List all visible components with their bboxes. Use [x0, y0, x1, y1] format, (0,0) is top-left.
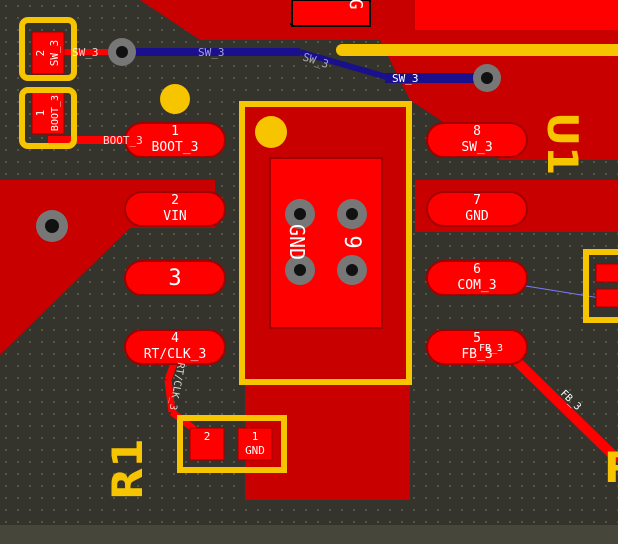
- u1-pad-4-net: RT/CLK_3: [144, 347, 207, 362]
- u1-pad-6-number: 6: [473, 262, 481, 277]
- c-boot-pad-1-net: BOOT_3: [50, 95, 61, 131]
- r1-pad-1[interactable]: [237, 427, 273, 461]
- u1-pad-8-net: SW_3: [461, 140, 492, 155]
- sw-pour-lower: [420, 60, 610, 160]
- r1-pad-1-label: 1: [252, 430, 259, 443]
- r1-outline: [177, 415, 287, 473]
- trace-label-sw-left: SW_3: [72, 46, 99, 59]
- u1-pad-6-net: COM_3: [457, 278, 496, 293]
- u1-pad-2-net: VIN: [163, 209, 186, 224]
- c-boot-pad-2[interactable]: [31, 31, 65, 75]
- trace-label-sw-bottom: SW_3: [392, 72, 419, 85]
- right-passive-outline: [583, 249, 618, 323]
- r1-designator: R1: [103, 438, 152, 500]
- u1-pad-6[interactable]: [426, 260, 528, 296]
- silkscreen: [19, 17, 618, 473]
- u1-pad-4-number: 4: [171, 331, 179, 346]
- top-component-glyph: G: [345, 0, 366, 9]
- pin1-dot-left: [160, 84, 190, 114]
- c-boot-footprint: 2 SW_3 1 BOOT_3: [31, 31, 65, 135]
- u1-pad-8-number: 8: [473, 124, 481, 139]
- trace-label-sw-mid: SW_3: [198, 46, 225, 59]
- pin1-dot-u1: [255, 116, 287, 148]
- u1-pad-4[interactable]: [124, 329, 226, 365]
- trace-sw-bottom-diag: [299, 49, 391, 81]
- u1-pad-5-net: FB_3: [461, 347, 492, 362]
- sw-copper-pour-top-right: [415, 0, 618, 30]
- u1-pad-8[interactable]: [426, 122, 528, 158]
- u1-pad-7-net: GND: [465, 209, 489, 224]
- u1-designator: U1: [538, 112, 587, 175]
- thermal-net-label: GND: [285, 224, 309, 260]
- u1-pad-1-number: 1: [171, 124, 179, 139]
- right-passive-footprint: [595, 263, 618, 308]
- u1-pad-3-number: 3: [168, 266, 181, 291]
- trace-label-sw-diag: SW_3: [301, 50, 330, 71]
- u1-pad-1[interactable]: [124, 122, 226, 158]
- trace-fb: [496, 341, 618, 464]
- thermal-pad[interactable]: GND 9: [269, 157, 383, 329]
- c-boot-pad-2-label: 2: [34, 50, 47, 57]
- u1-pads: 1 BOOT_3 2 VIN 3 4 RT/CLK_3 8 SW_3 7 GND…: [124, 122, 528, 365]
- u1-pad-7[interactable]: [426, 191, 528, 227]
- u1-body-outline: [239, 101, 412, 385]
- r1-pad-2-label: 2: [204, 430, 211, 443]
- right-pad-bottom[interactable]: [595, 288, 618, 308]
- u1-pad-5-number: 5: [473, 331, 481, 346]
- c-boot-pad-2-net: SW_3: [48, 40, 61, 67]
- top-component-body: [291, 0, 371, 27]
- u1-pad-2[interactable]: [124, 191, 226, 227]
- u1-pad-5[interactable]: [426, 329, 528, 365]
- r1-pad-2[interactable]: [189, 427, 225, 461]
- thermal-pad-number: 9: [339, 235, 364, 248]
- u1-pad-7-number: 7: [473, 193, 481, 208]
- right-pad-top[interactable]: [595, 263, 618, 283]
- r1-footprint: 2 1 GND: [189, 427, 273, 461]
- u1-pad-2-number: 2: [171, 193, 179, 208]
- u1-pad-1-net: BOOT_3: [152, 140, 199, 155]
- vias: [36, 38, 501, 242]
- bottom-copper-strip: [0, 525, 618, 544]
- r1-pad-1-net: GND: [245, 444, 265, 457]
- trace-rtclk-2: [164, 379, 176, 413]
- u1-pad-3[interactable]: [124, 260, 226, 296]
- right-designator-partial: R: [604, 443, 618, 492]
- trace-label-boot: BOOT_3: [103, 134, 143, 147]
- trace-label-fb-pad: FB_3: [479, 343, 503, 354]
- c-boot-outline-top: [19, 17, 77, 81]
- c-boot-pad-1-label: 1: [34, 110, 47, 117]
- c-boot-outline-bottom: [19, 87, 77, 149]
